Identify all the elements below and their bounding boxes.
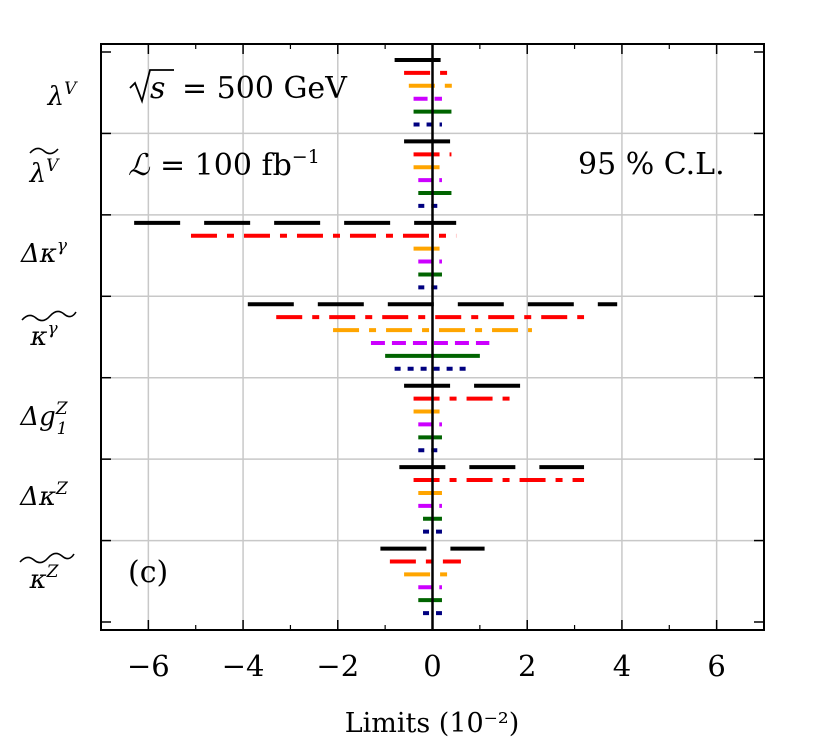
svg-text:= 100 fb−1: = 100 fb−1 [160, 146, 320, 183]
tick-marks [100, 44, 765, 630]
x-tick-labels: −6 −4 −2 0 2 4 6 [127, 649, 726, 683]
tilde-mark [21, 310, 77, 322]
svg-text:= 500 GeV: = 500 GeV [182, 71, 348, 106]
tilde-mark [19, 552, 75, 564]
category-label-lambda-tilde-v: λV [29, 147, 60, 189]
x-axis-label: Limits (10⁻²) [345, 708, 520, 739]
x-tick-label: 6 [707, 649, 725, 683]
annotation-luminosity: ℒ = 100 fb−1 [128, 146, 320, 183]
svg-text:κZ: κZ [29, 562, 60, 595]
x-tick-label: 0 [423, 649, 441, 683]
sqrt-sign [129, 69, 174, 104]
category-label-delta-kappa-z: ΔκZ [19, 479, 69, 512]
category-label-kappa-tilde-gamma: κγ [21, 310, 77, 352]
category-label-kappa-tilde-z: κZ [19, 552, 75, 595]
x-tick-label: −2 [316, 649, 359, 683]
x-tick-label: 4 [613, 649, 631, 683]
annotation-panel-c: (c) [128, 555, 168, 590]
svg-text:ℒ: ℒ [128, 148, 151, 183]
annotation-energy: s = 500 GeV [129, 69, 348, 106]
annotation-confidence-level: 95 % C.L. [578, 147, 725, 182]
x-tick-label: −4 [222, 649, 265, 683]
svg-text:λV: λV [29, 156, 60, 189]
limit-bars [134, 58, 618, 616]
svg-text:κγ: κγ [29, 319, 58, 352]
tilde-mark [29, 147, 59, 155]
category-label-delta-kappa-gamma: Δκγ [20, 236, 68, 269]
category-label-lambda-v: λV [47, 79, 78, 112]
x-tick-label: 2 [518, 649, 536, 683]
x-tick-label: −6 [127, 649, 170, 683]
svg-text:s: s [150, 71, 165, 106]
